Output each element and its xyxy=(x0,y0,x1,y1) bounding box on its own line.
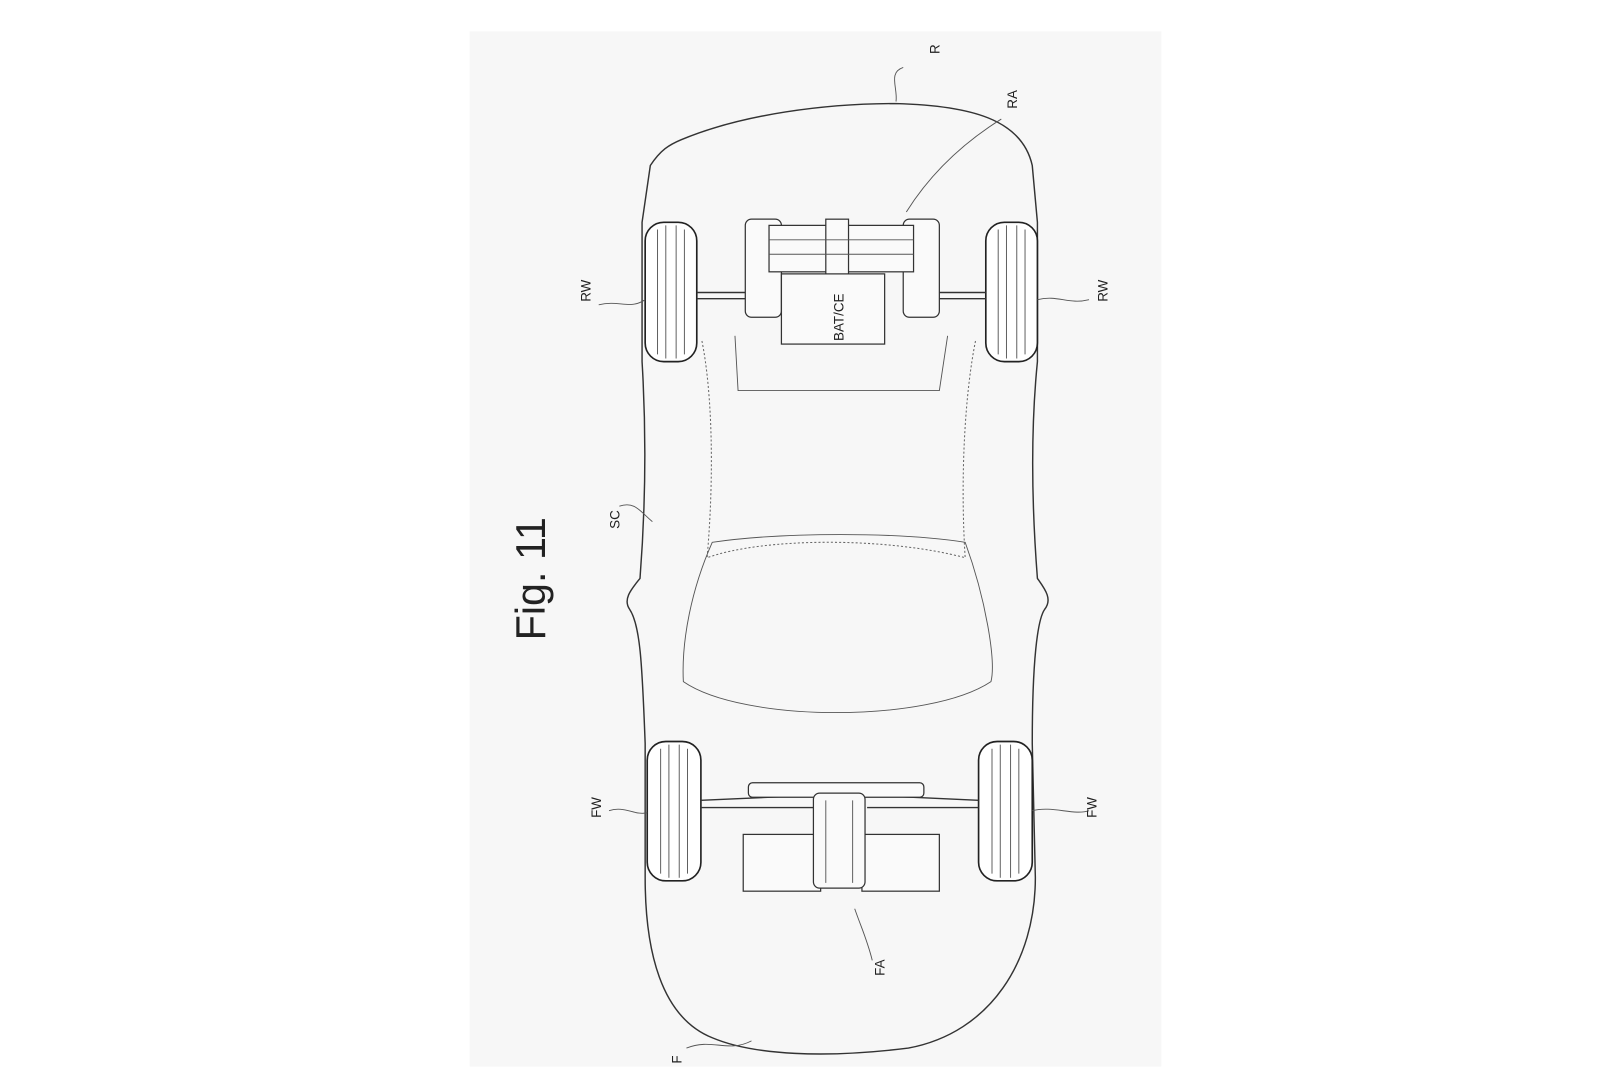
rear-wheel-right xyxy=(984,221,1039,363)
label-front-axle: FA xyxy=(873,959,888,975)
windshield-outline xyxy=(682,534,993,713)
label-battery: BAT/CE xyxy=(831,294,846,341)
rear-axle-assembly xyxy=(696,218,986,318)
label-rear-axle: RA xyxy=(1005,90,1020,109)
paper-background xyxy=(469,31,1162,1067)
battery-box xyxy=(780,273,886,345)
front-wheel-right xyxy=(977,740,1034,882)
front-axle-assembly xyxy=(700,782,979,892)
front-wheel-left xyxy=(646,740,702,882)
label-front-wheel-right: FW xyxy=(1084,797,1099,818)
label-body: SC xyxy=(607,510,622,529)
rear-wheel-left xyxy=(644,221,698,363)
label-rear-wheel-left: RW xyxy=(578,279,593,301)
label-front: F xyxy=(669,1055,684,1063)
label-rear-wheel-right: RW xyxy=(1096,279,1111,301)
car-body-outline xyxy=(626,102,1049,1055)
label-rear: R xyxy=(927,44,942,54)
label-front-wheel-left: FW xyxy=(589,797,604,818)
leader-lines xyxy=(598,66,1090,1049)
figure-title: Fig. 11 xyxy=(508,517,554,640)
rear-cabin-outline xyxy=(701,340,976,559)
rear-compartment-outline xyxy=(734,335,949,391)
